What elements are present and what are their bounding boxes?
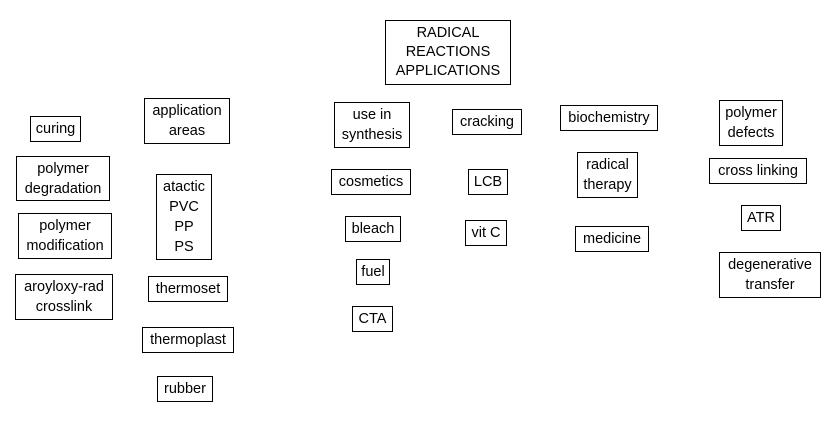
node-cosmetics[interactable]: cosmetics	[331, 169, 411, 195]
node-polymer-degradation[interactable]: polymer degradation	[16, 156, 110, 201]
node-fuel[interactable]: fuel	[356, 259, 390, 285]
node-biochemistry[interactable]: biochemistry	[560, 105, 658, 131]
node-bleach[interactable]: bleach	[345, 216, 401, 242]
node-radical-therapy[interactable]: radical therapy	[577, 152, 638, 198]
node-application-areas[interactable]: application areas	[144, 98, 230, 144]
node-degenerative-transfer[interactable]: degenerative transfer	[719, 252, 821, 298]
node-atactic-pvc-pp-ps[interactable]: atactic PVC PP PS	[156, 174, 212, 260]
node-curing[interactable]: curing	[30, 116, 81, 142]
node-cta[interactable]: CTA	[352, 306, 393, 332]
node-lcb[interactable]: LCB	[468, 169, 508, 195]
node-aroyloxy-rad-crosslink[interactable]: aroyloxy-rad crosslink	[15, 274, 113, 320]
node-polymer-modification[interactable]: polymer modification	[18, 213, 112, 259]
node-thermoplast[interactable]: thermoplast	[142, 327, 234, 353]
node-cracking[interactable]: cracking	[452, 109, 522, 135]
root-node-radical-reactions-applications[interactable]: RADICAL REACTIONS APPLICATIONS	[385, 20, 511, 85]
node-use-in-synthesis[interactable]: use in synthesis	[334, 102, 410, 148]
node-polymer-defects[interactable]: polymer defects	[719, 100, 783, 146]
node-thermoset[interactable]: thermoset	[148, 276, 228, 302]
node-medicine[interactable]: medicine	[575, 226, 649, 252]
node-rubber[interactable]: rubber	[157, 376, 213, 402]
node-atr[interactable]: ATR	[741, 205, 781, 231]
node-vit-c[interactable]: vit C	[465, 220, 507, 246]
node-cross-linking[interactable]: cross linking	[709, 158, 807, 184]
